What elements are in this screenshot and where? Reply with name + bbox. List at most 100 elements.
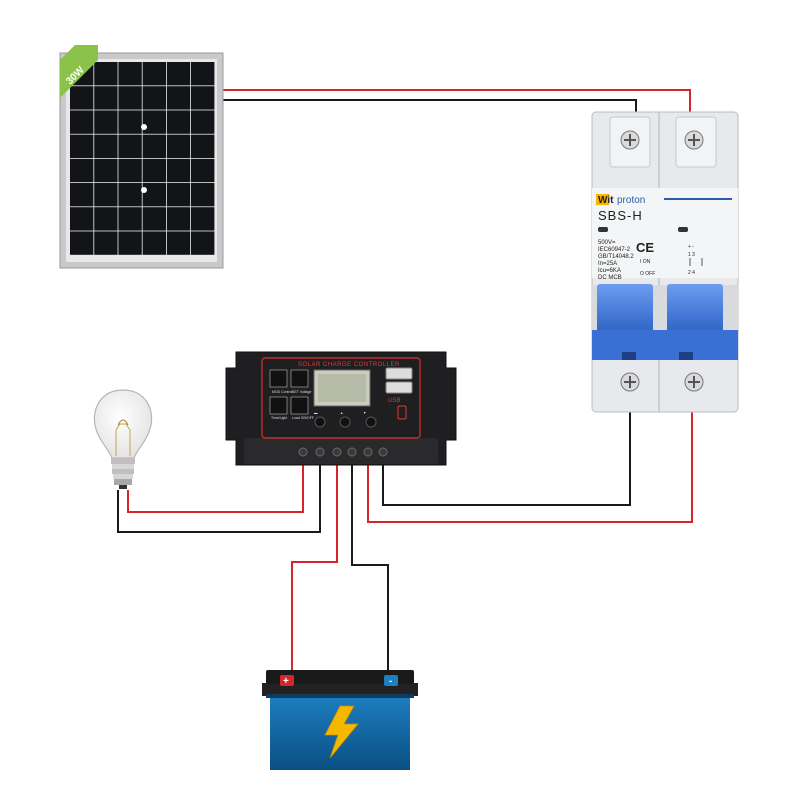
spec-line-2: IEC60947-2 [598, 247, 631, 253]
solar-cell [191, 62, 215, 86]
panel-icon: ▬ [314, 411, 318, 415]
front-button[interactable] [339, 416, 351, 428]
solar-cell [191, 158, 215, 183]
solar-cell [191, 207, 215, 231]
solar-cell [142, 158, 166, 183]
solar-cell [70, 86, 94, 110]
solar-cell [166, 231, 191, 255]
solar-cell [191, 231, 215, 255]
wattage-badge [60, 45, 98, 98]
pole-marks-top: + - [688, 244, 694, 250]
solar-cell [118, 62, 142, 86]
terminal-screw-icon [378, 447, 388, 457]
controller-title: SOLAR CHARGE CONTROLLER [298, 362, 400, 368]
positive-mark: + [283, 676, 289, 687]
solar-cell [142, 62, 166, 86]
load-icon: ▼ [363, 411, 366, 415]
lightning-bolt-icon [324, 705, 359, 759]
pole-marks-mid: 1 3 [688, 252, 695, 258]
terminal-screw-icon [347, 447, 357, 457]
wire-battery-black [351, 463, 389, 672]
solar-cell [166, 183, 191, 207]
cell-junction-dot [141, 124, 147, 130]
spec-line-3: GB/T14048.2 [598, 254, 634, 260]
mode-button-icon[interactable] [269, 369, 288, 388]
spec-line-1: 500V= [598, 240, 616, 246]
solar-cell [142, 86, 166, 110]
front-button[interactable] [365, 416, 377, 428]
solar-cell [142, 134, 166, 158]
solar-cell [70, 110, 94, 134]
wire-battery-red [291, 463, 338, 672]
solar-cell [118, 134, 142, 158]
solar-cell [142, 207, 166, 231]
usb-label: USB [388, 398, 400, 404]
mode-button-label: MOD Control [272, 390, 293, 394]
phone-icon [397, 405, 407, 420]
solar-cell [166, 110, 191, 134]
breaker-toggle-right[interactable] [667, 284, 723, 332]
switch-on-label: I ON [640, 259, 651, 265]
lock-button-icon[interactable] [290, 396, 309, 415]
solar-cell [118, 231, 142, 255]
solar-cell [94, 110, 118, 134]
switch-off-label: O OFF [640, 271, 655, 277]
set-button-label: SET Voltage [292, 390, 311, 394]
front-button[interactable] [314, 416, 326, 428]
battery: + - [262, 670, 418, 770]
solar-cell [166, 134, 191, 158]
terminal-screw-icon [332, 447, 342, 457]
negative-terminal-icon [384, 675, 398, 686]
solar-cell [118, 183, 142, 207]
time-button-label: Time/Light [271, 416, 287, 420]
solar-cell [142, 183, 166, 207]
solar-cell [142, 110, 166, 134]
cell-junction-dot [141, 187, 147, 193]
solar-cell [94, 183, 118, 207]
solar-cell [70, 158, 94, 183]
solar-cell [94, 62, 118, 86]
solar-cell [70, 231, 94, 255]
solar-panel: 30W [59, 45, 224, 269]
solar-cell [94, 207, 118, 231]
solar-cell [191, 110, 215, 134]
solar-cell [118, 110, 142, 134]
terminal-row [298, 447, 388, 457]
lock-button-label: Load ON/OFF [292, 416, 314, 420]
time-button-icon[interactable] [269, 396, 288, 415]
brand-name-part1: Wit [598, 195, 614, 206]
solar-cells [70, 62, 215, 255]
solar-cell [166, 86, 191, 110]
breaker-toggle-left[interactable] [597, 284, 653, 332]
spec-line-4: In=25A [598, 261, 617, 267]
solar-cell [70, 183, 94, 207]
wire-lamp-black [117, 463, 321, 533]
terminal-screw-icon [315, 447, 325, 457]
usb-port-icon [385, 367, 413, 380]
solar-cell [94, 86, 118, 110]
wire-breaker-black-out [382, 395, 631, 506]
usb-port-icon [385, 381, 413, 394]
solar-cell [166, 158, 191, 183]
solar-cell [191, 183, 215, 207]
wire-panel-black [222, 99, 637, 132]
positive-terminal-icon [280, 675, 294, 686]
solar-cell [118, 86, 142, 110]
dc-breaker: Wit proton SBS-H 500V= IEC60947-2 GB/T14… [591, 111, 739, 413]
solar-cell [70, 134, 94, 158]
terminal-screw-icon [363, 447, 373, 457]
brand-name-part2: proton [617, 195, 645, 206]
solar-cell [118, 158, 142, 183]
spec-line-5: Icu=6KA [598, 268, 621, 274]
solar-cell [118, 207, 142, 231]
solar-cell [70, 207, 94, 231]
charge-controller: SOLAR CHARGE CONTROLLER MOD Control SET … [225, 351, 457, 466]
solar-cell [191, 86, 215, 110]
solar-cell [142, 231, 166, 255]
set-button-icon[interactable] [290, 369, 309, 388]
pole-marks-bot: 2 4 [688, 270, 695, 276]
solar-cell [94, 134, 118, 158]
solar-cell [191, 134, 215, 158]
light-bulb-icon [93, 389, 153, 489]
